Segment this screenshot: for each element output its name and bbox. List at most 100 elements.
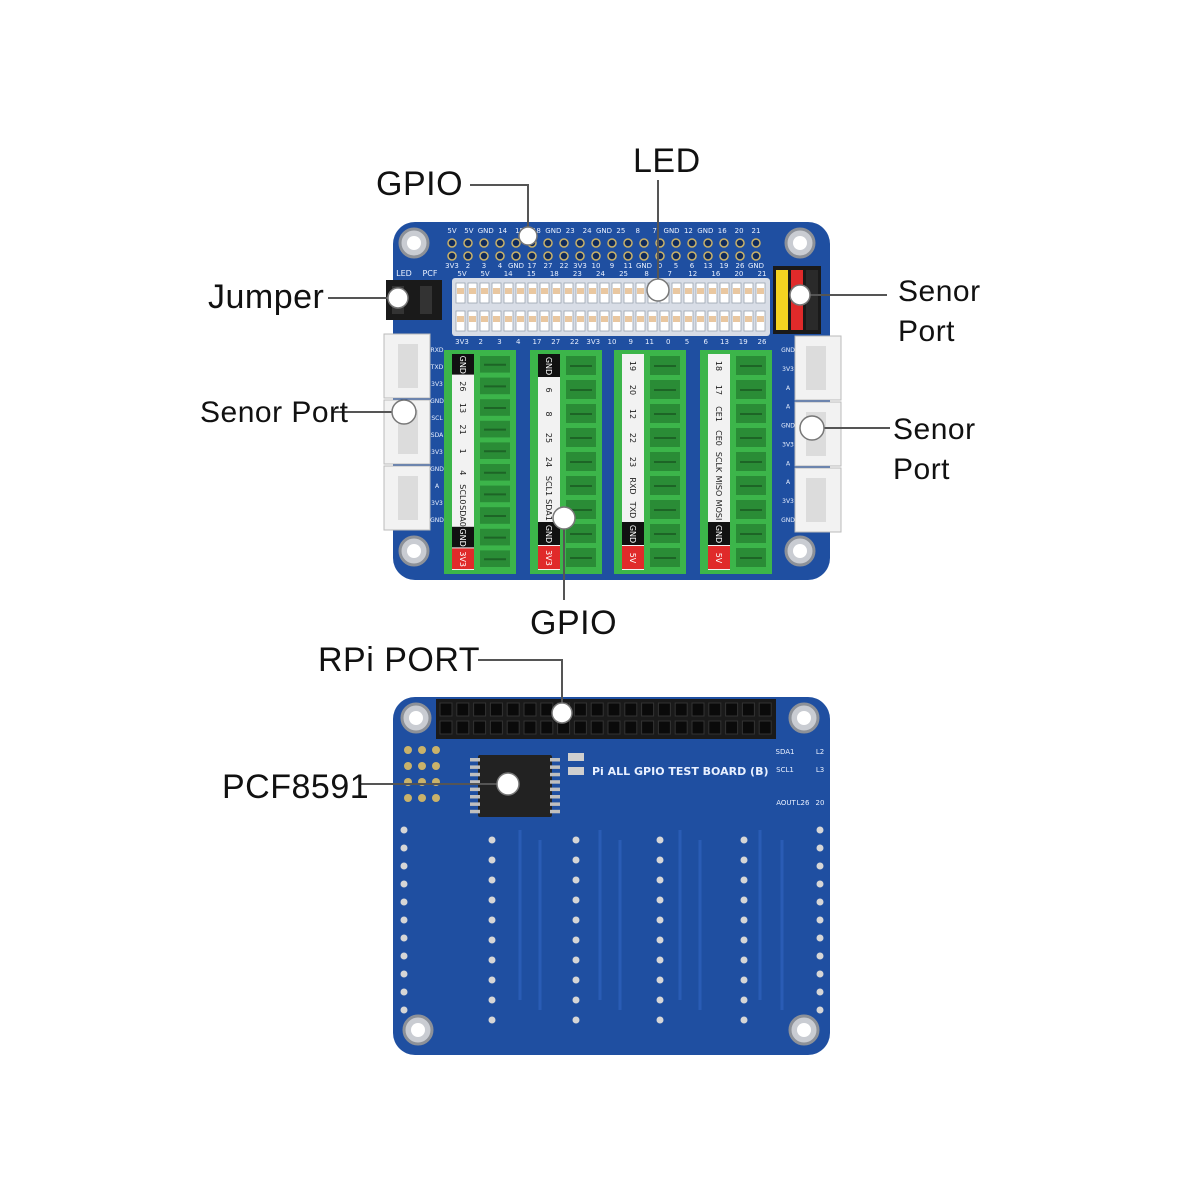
terminal-label: GND [458, 528, 467, 546]
rpi-header-socket [506, 702, 520, 717]
via [488, 856, 496, 864]
jumper-label-led: LED [396, 269, 412, 278]
rpi-header-socket [674, 702, 688, 717]
terminal-label: SCLK [714, 452, 723, 473]
led-die [733, 288, 740, 294]
led-bottom-label: 4 [516, 338, 521, 346]
callout-sensor-right-mid-line2: Port [893, 453, 951, 486]
header-hole [735, 238, 745, 248]
led-die [469, 316, 476, 322]
callout-jumper: Jumper [208, 278, 325, 316]
chip-pin [470, 758, 480, 762]
terminal-label-cell [708, 522, 730, 545]
led-top-label: 7 [667, 270, 671, 278]
terminal-label: 6 [544, 387, 553, 392]
led-bottom-label: 5 [685, 338, 689, 346]
rpi-header-socket [456, 702, 470, 717]
via [400, 988, 408, 996]
terminal-label-cell [622, 354, 644, 377]
via [488, 936, 496, 944]
led-die [757, 288, 764, 294]
header-hole [511, 238, 521, 248]
led-die [685, 316, 692, 322]
right-port-label: 3V3 [782, 498, 794, 505]
via [816, 880, 824, 888]
via [740, 836, 748, 844]
terminal-label-cell [538, 378, 560, 401]
led-bottom-label: 3V3 [455, 338, 469, 346]
header-bottom-label: 4 [498, 262, 503, 270]
rpi-header-socket [708, 702, 722, 717]
via [488, 836, 496, 844]
terminal-label-cell [452, 354, 474, 375]
rpi-header-socket [624, 702, 638, 717]
right-port-label: GND [781, 423, 795, 430]
terminal-label: 24 [544, 457, 553, 467]
terminal-label-cell [452, 397, 474, 418]
rpi-header-socket [573, 702, 587, 717]
header-top-label: 24 [583, 227, 592, 235]
via [400, 952, 408, 960]
terminal-label-cell [708, 426, 730, 449]
terminal-label-cell [538, 546, 560, 569]
via [656, 916, 664, 924]
rpi-header-socket [758, 702, 772, 717]
terminal-label-cell [708, 546, 730, 569]
header-top-label: 7 [652, 227, 656, 235]
rpi-header-socket [607, 702, 621, 717]
via [400, 916, 408, 924]
rpi-header-socket [691, 702, 705, 717]
led-die [613, 288, 620, 294]
via [656, 876, 664, 884]
led-bottom-label: 17 [533, 338, 542, 346]
terminal-label: 5V [714, 553, 723, 564]
chip-pin [550, 802, 560, 806]
terminal-label: 20 [628, 385, 637, 395]
terminal-label-cell [622, 522, 644, 545]
terminal-label: GND [544, 525, 553, 543]
terminal-label: 22 [628, 433, 637, 443]
terminal-label-cell [708, 378, 730, 401]
callout-markers [387, 226, 825, 796]
header-hole [719, 251, 729, 261]
smd-part [568, 767, 584, 775]
via [400, 844, 408, 852]
terminal-blocks: GND26132114SCL0SDA0GND3V3GND682524SCL1SD… [444, 350, 772, 574]
header-hole [463, 238, 473, 248]
callout-leader-lines [328, 180, 890, 785]
terminal-label-cell [622, 402, 644, 425]
terminal-label-cell [708, 450, 730, 473]
chip-pin [470, 809, 480, 814]
led-die [613, 316, 620, 322]
led-die [577, 316, 584, 322]
terminal-label-cell [708, 474, 730, 497]
led-die [685, 288, 692, 294]
led-bottom-label: 13 [720, 338, 729, 346]
rpi-header-socket [540, 702, 554, 717]
chip-pin [550, 758, 560, 762]
terminal-label: 25 [544, 433, 553, 443]
header-top-label: 23 [566, 227, 575, 235]
via [488, 876, 496, 884]
via [432, 794, 440, 802]
header-hole [687, 238, 697, 248]
led-die [541, 288, 548, 294]
terminal-label-cell [538, 402, 560, 425]
led-top-label: 25 [619, 270, 628, 278]
led-die [469, 288, 476, 294]
led-bottom-label: 0 [666, 338, 670, 346]
via [740, 916, 748, 924]
chip-pin [550, 787, 560, 792]
rpi-header-socket [489, 702, 503, 717]
rpi-header-socket [741, 702, 755, 717]
via [656, 976, 664, 984]
header-hole [671, 238, 681, 248]
via [400, 862, 408, 870]
terminal-label-cell [622, 498, 644, 521]
rpi-header-socket [590, 720, 604, 735]
led-die [493, 316, 500, 322]
